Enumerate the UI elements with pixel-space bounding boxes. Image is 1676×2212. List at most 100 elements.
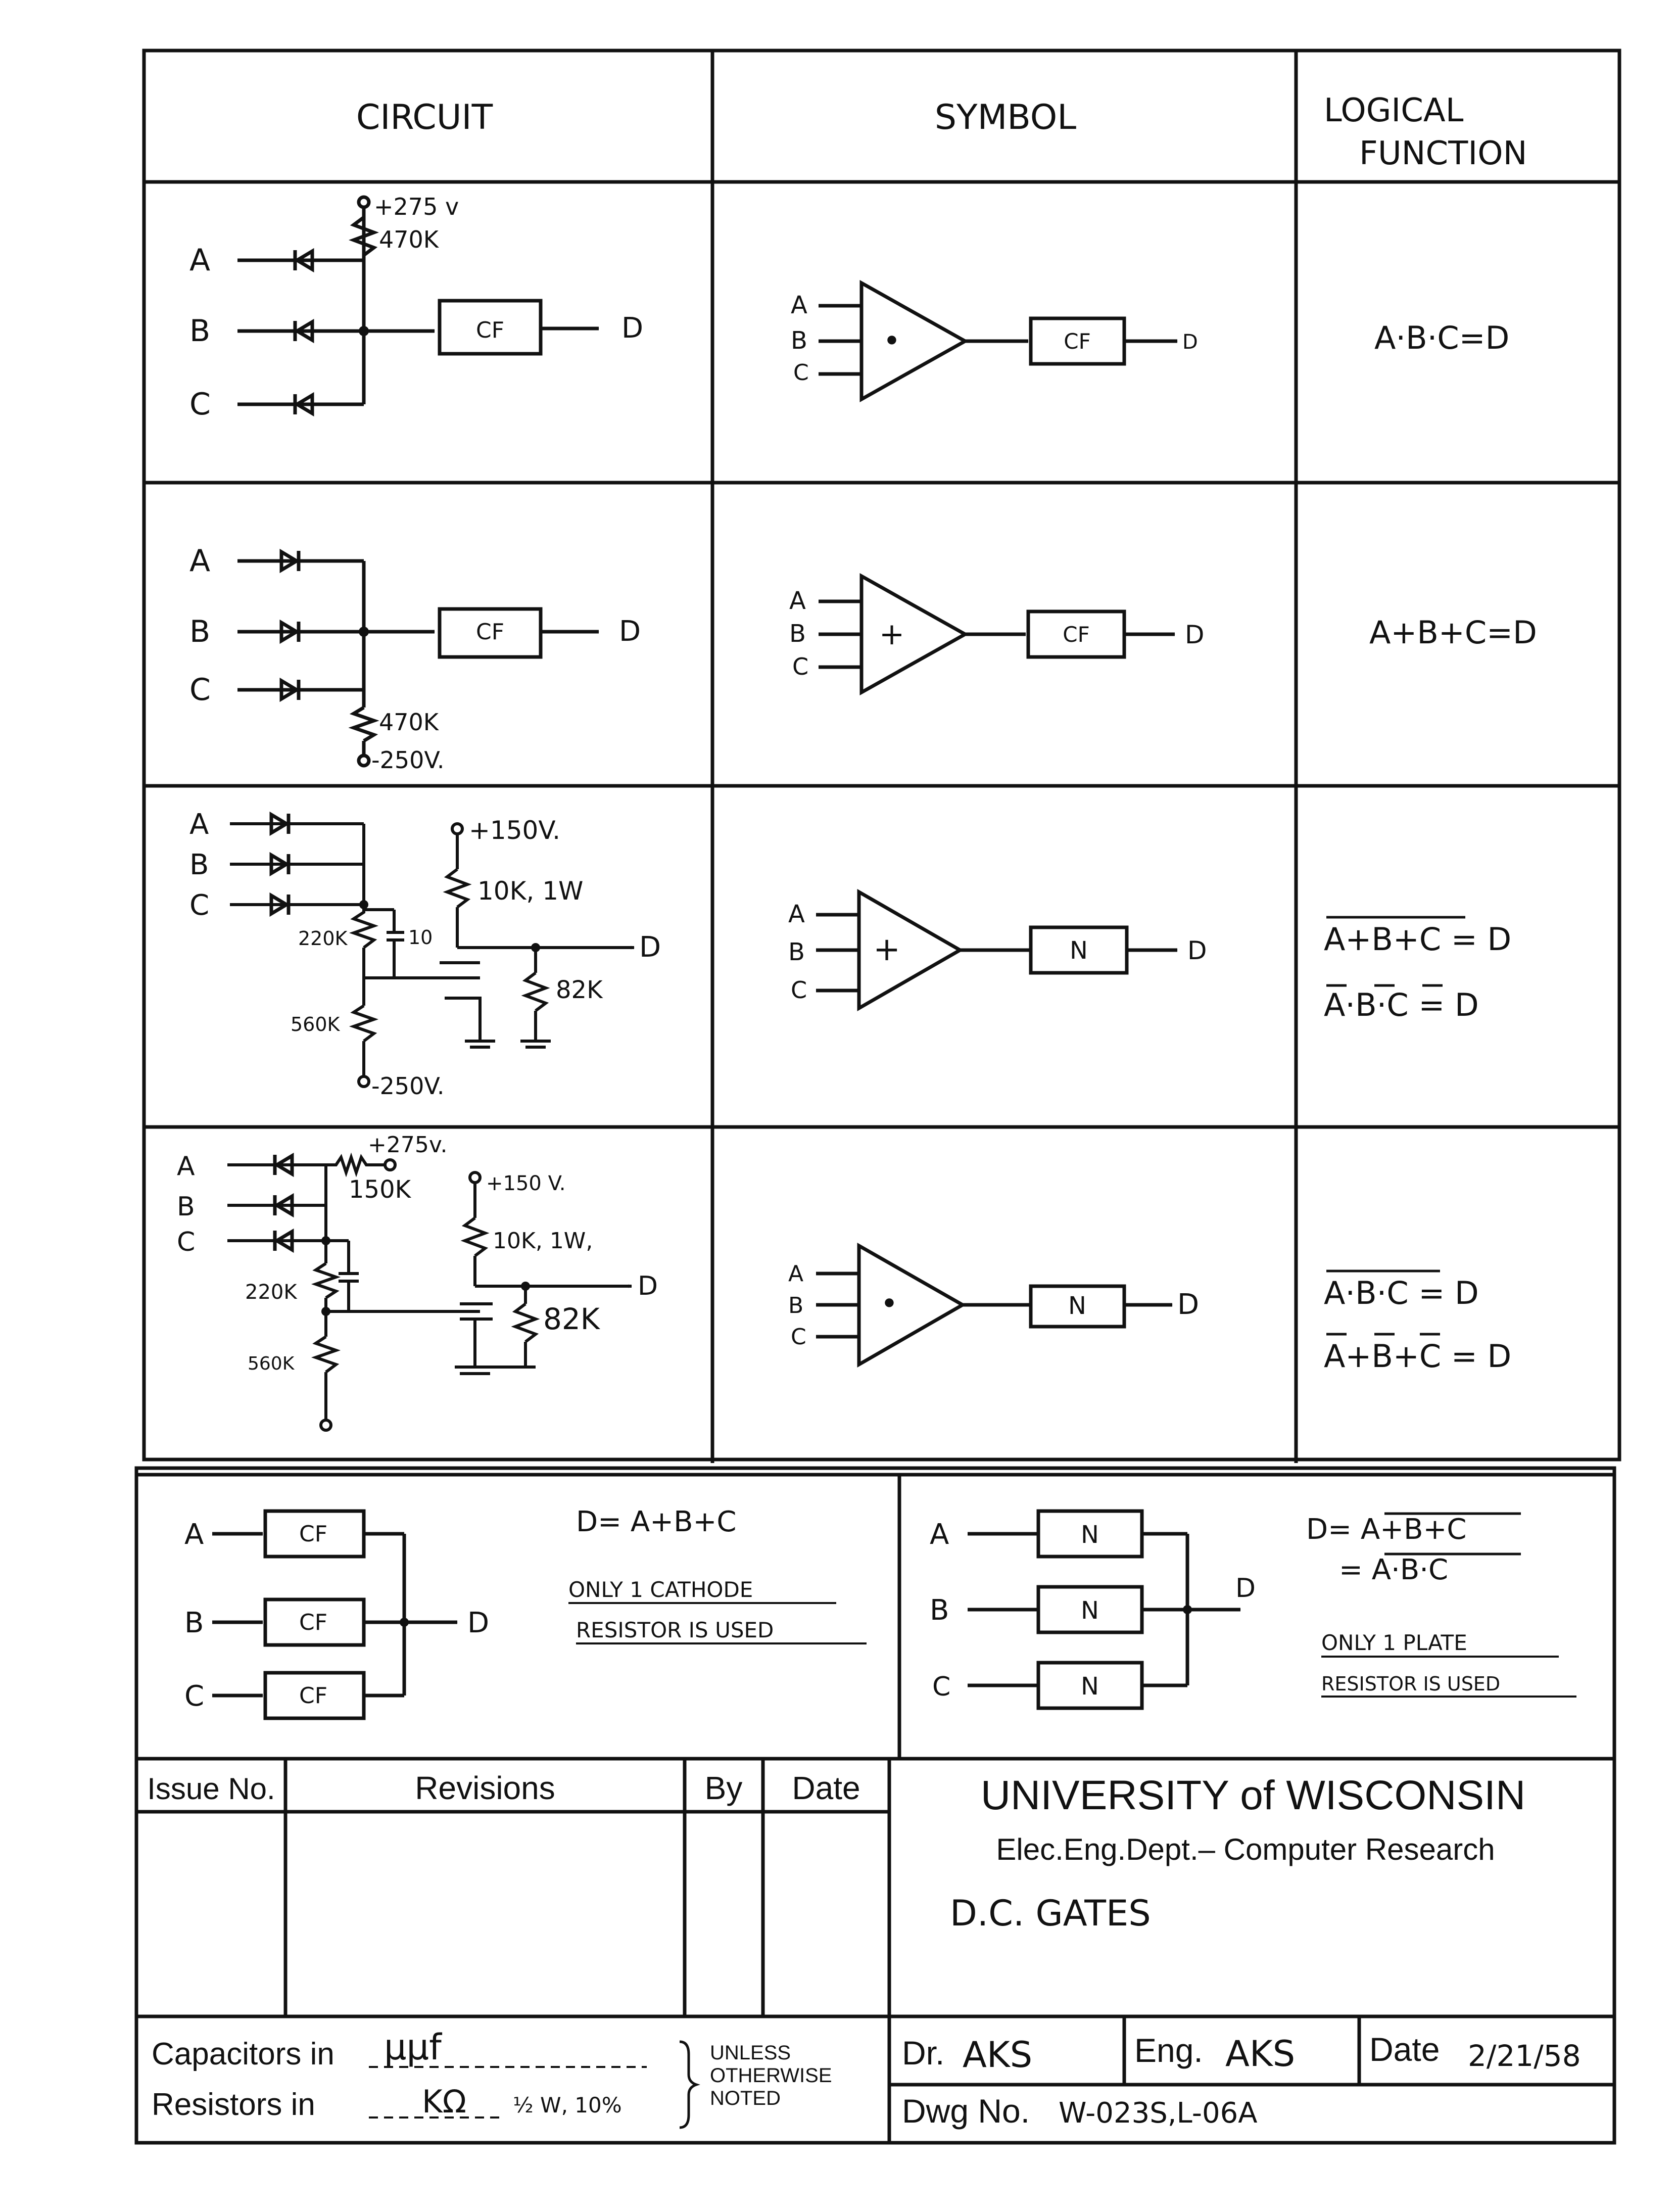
row1-sym-op: • — [883, 323, 900, 359]
rev-col-by: By — [705, 1770, 743, 1806]
title-department: Elec.Eng.Dept.– Computer Research — [996, 1832, 1495, 1866]
units-capacitors-value: µµf — [384, 2027, 442, 2068]
row2-sym-a: A — [789, 587, 806, 615]
row3-resistor-b: 560K — [291, 1013, 341, 1036]
row3-input-c: C — [189, 889, 209, 922]
title-date-label: Date — [1369, 2031, 1440, 2068]
row3-symbol — [816, 888, 1178, 1012]
row3-circuit — [230, 822, 635, 1088]
bl-input-a: A — [184, 1518, 204, 1551]
row4-output: D — [638, 1271, 658, 1301]
row1-sym-c: C — [793, 360, 809, 386]
br-input-b: B — [930, 1594, 949, 1627]
row2-cf-label: CF — [476, 619, 504, 645]
units-resistors-value: KΩ — [422, 2083, 466, 2120]
row4-supply: +275v. — [368, 1132, 447, 1158]
row3-plate-resistor: 10K, 1W — [477, 876, 583, 906]
bl-block-3: CF — [299, 1683, 327, 1709]
bl-equation: D= A+B+C — [576, 1505, 737, 1538]
row4-circuit — [227, 1152, 632, 1432]
row4-supply2: +150 V. — [486, 1172, 566, 1195]
row4-sym-out: D — [1177, 1288, 1199, 1321]
row2-supply: -250V. — [371, 746, 445, 774]
row3-resistor-a: 220K — [298, 927, 348, 950]
title-dr-label: Dr. — [902, 2034, 944, 2072]
row3-input-a: A — [189, 808, 209, 841]
title-dwg-value: W-023S,L-06A — [1059, 2097, 1258, 2130]
title-eng-value: AKS — [1225, 2033, 1295, 2075]
row1-sym-b: B — [791, 326, 807, 355]
row1-symbol — [819, 280, 1178, 402]
br-equation-1: D= A+B+C — [1306, 1513, 1467, 1546]
units-note-1: UNLESS — [710, 2042, 791, 2064]
row4-resistor-b: 560K — [248, 1353, 295, 1374]
header-logical: LOGICAL — [1324, 92, 1464, 129]
row4-grid-resistor: 82K — [543, 1302, 601, 1336]
title-eng-label: Eng. — [1134, 2032, 1203, 2069]
row3-input-b: B — [189, 849, 209, 881]
header-circuit: CIRCUIT — [356, 98, 493, 137]
row3-function-2: A·B·C = D — [1324, 986, 1479, 1023]
row1-output: D — [621, 312, 643, 345]
units-capacitors-label: Capacitors in — [152, 2037, 334, 2072]
row2-sym-out: D — [1185, 620, 1205, 649]
row1-supply: +275 v — [374, 193, 459, 220]
title-dwg-label: Dwg No. — [902, 2092, 1030, 2130]
row2-input-b: B — [189, 614, 210, 649]
br-block-3: N — [1081, 1672, 1099, 1701]
bl-block-1: CF — [299, 1521, 327, 1547]
row1-sym-out: D — [1182, 331, 1198, 354]
bl-note-2: RESISTOR IS USED — [576, 1618, 774, 1642]
row2-function: A+B+C=D — [1369, 614, 1537, 651]
row3-sym-a: A — [788, 900, 805, 928]
row1-sym-a: A — [791, 291, 807, 319]
row3-sym-b: B — [788, 938, 805, 966]
header-function: FUNCTION — [1359, 135, 1527, 172]
units-note-3: NOTED — [710, 2087, 781, 2109]
br-input-c: C — [932, 1672, 950, 1702]
row4-resistor-a: 220K — [245, 1281, 298, 1304]
row1-input-a: A — [189, 243, 210, 278]
row4-input-c: C — [177, 1227, 195, 1257]
units-resistors-spec: ½ W, 10% — [513, 2093, 622, 2117]
row4-input-a: A — [177, 1151, 195, 1182]
row3-capacitor: 10 — [408, 926, 433, 949]
row3-grid-resistor: 82K — [556, 976, 603, 1004]
row3-function-1: A+B+C = D — [1324, 921, 1511, 958]
row3-supply: +150V. — [469, 816, 560, 845]
rev-col-date: Date — [792, 1770, 860, 1806]
br-output: D — [1235, 1573, 1256, 1604]
row1-function: A·B·C=D — [1374, 319, 1509, 356]
row2-symbol — [819, 573, 1175, 695]
bl-input-b: B — [184, 1607, 204, 1639]
row4-input-b: B — [177, 1192, 195, 1222]
row2-sym-b: B — [789, 620, 806, 648]
row3-sym-c: C — [791, 976, 807, 1004]
row1-sym-block: CF — [1064, 329, 1090, 354]
bl-block-2: CF — [299, 1610, 327, 1635]
br-note-1: ONLY 1 PLATE — [1321, 1630, 1467, 1655]
row3-output: D — [639, 931, 661, 964]
row1-resistor: 470K — [379, 226, 440, 253]
row4-sym-op: • — [880, 1286, 898, 1322]
units-resistors-label: Resistors in — [152, 2087, 315, 2122]
row3-sym-op: + — [873, 931, 900, 968]
frame-upper — [142, 49, 1621, 1462]
row4-plate-resistor: 10K, 1W, — [493, 1228, 593, 1254]
br-block-2: N — [1081, 1596, 1099, 1625]
row1-input-b: B — [189, 313, 210, 349]
br-note-2: RESISTOR IS USED — [1321, 1673, 1500, 1695]
row1-cf-label: CF — [476, 317, 504, 343]
row2-output: D — [619, 615, 641, 648]
row3-sym-out: D — [1187, 936, 1207, 965]
row2-sym-block: CF — [1063, 622, 1089, 647]
header-symbol: SYMBOL — [935, 98, 1076, 137]
row2-resistor: 470K — [379, 709, 440, 736]
row4-function-2: A+B+C = D — [1324, 1338, 1511, 1375]
row2-input-c: C — [189, 672, 211, 708]
row1-circuit — [237, 195, 599, 406]
br-input-a: A — [930, 1518, 949, 1551]
rev-col-revisions: Revisions — [415, 1770, 555, 1806]
row2-sym-op: + — [879, 617, 904, 652]
